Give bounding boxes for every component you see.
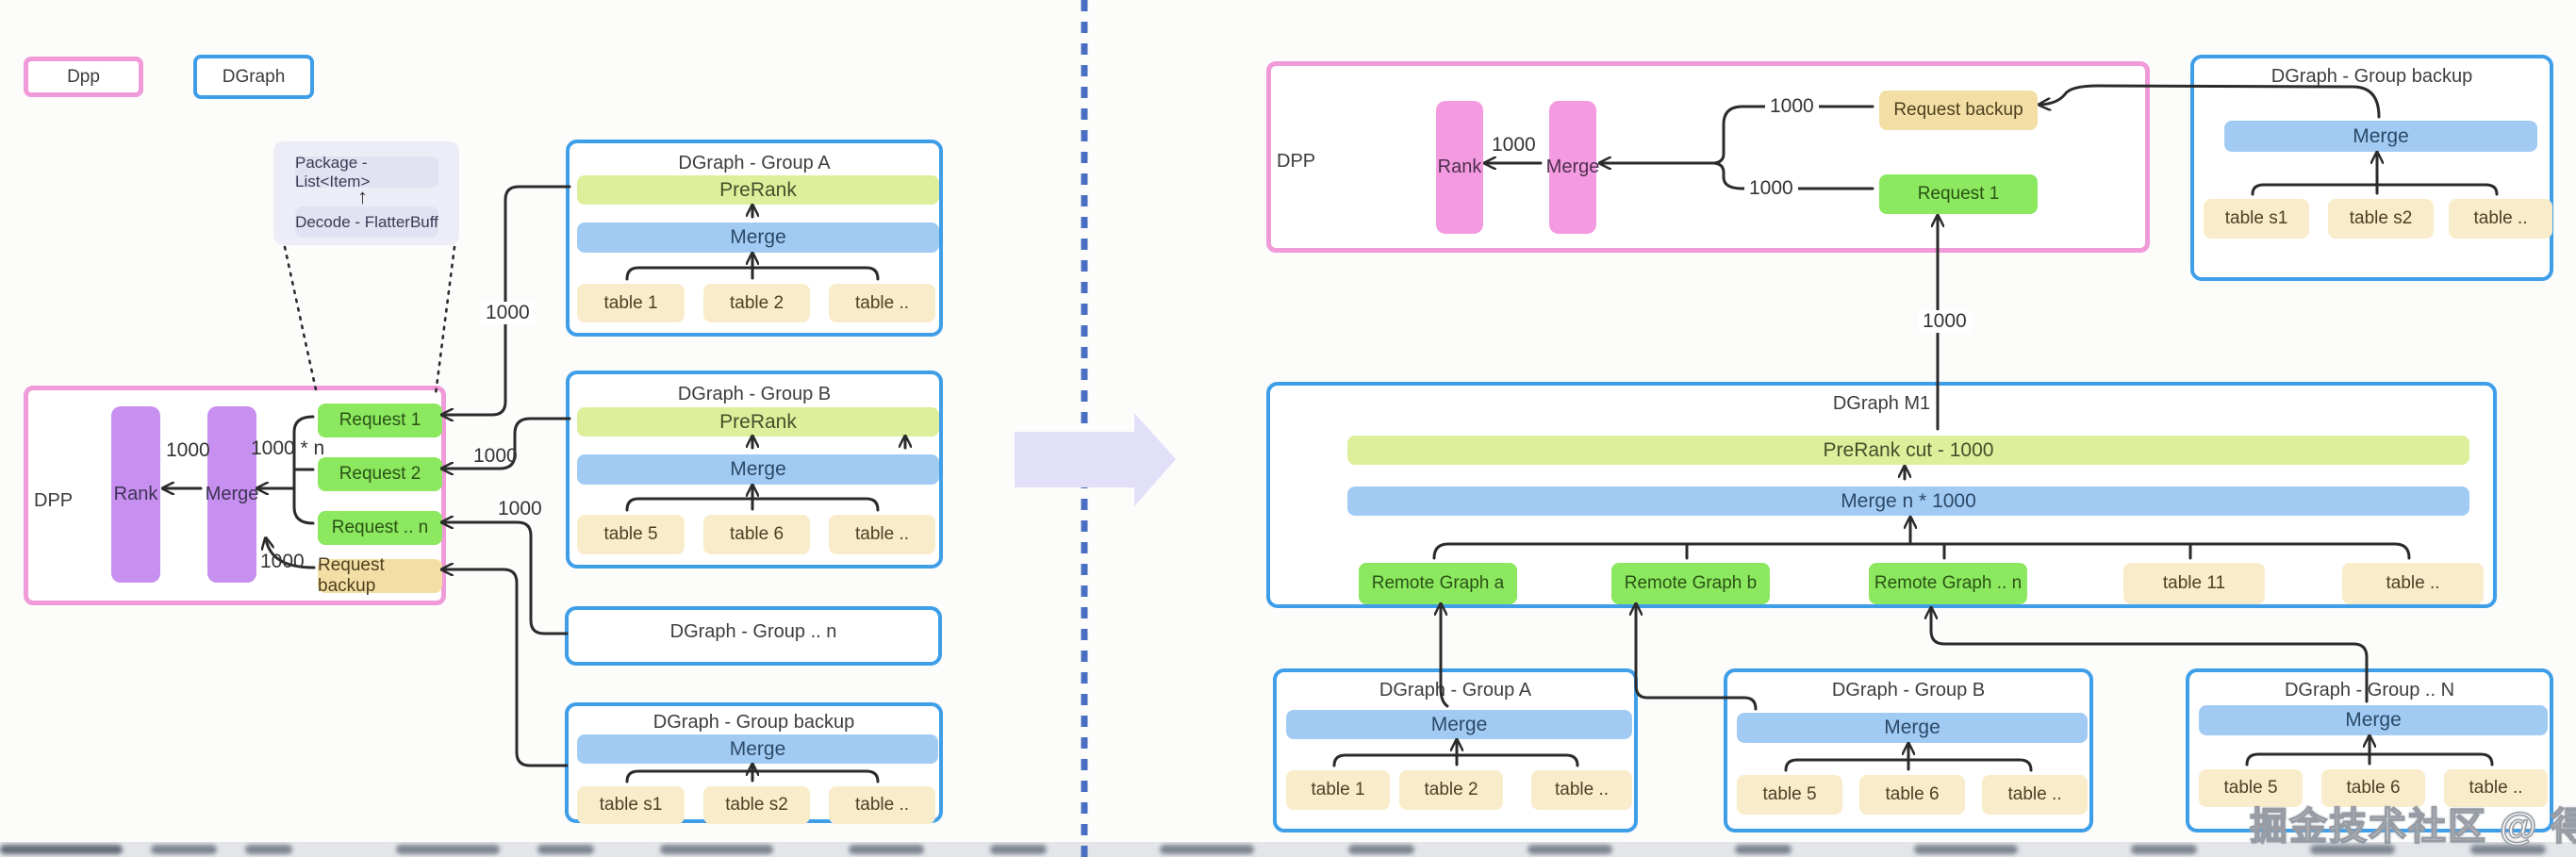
up-arrow-icon: ↑: [357, 185, 368, 208]
left-group-backup-merge: Merge: [577, 734, 938, 764]
edge-label-1000n: 1000 * n: [251, 437, 325, 459]
left-rank-node: Rank: [111, 406, 160, 583]
dotted-funnel-left: [283, 245, 319, 396]
table-node: table 2: [1399, 770, 1503, 810]
right-group-n-merge: Merge: [2199, 705, 2548, 735]
legend-dgraph: DGraph: [193, 55, 314, 99]
right-group-b-title: DGraph - Group B: [1831, 680, 1986, 700]
right-group-backup-merge: Merge: [2224, 121, 2537, 152]
remote-graph-a-node: Remote Graph a: [1359, 563, 1517, 604]
request-backup-node: Request backup: [318, 555, 442, 596]
bottom-blur-strip: [0, 842, 2576, 857]
edge-group-a-to-request-1: [443, 185, 571, 415]
package-annotation: Package - List<Item> ↑ Decode - FlatterB…: [273, 141, 459, 245]
table-node: table ..: [829, 786, 935, 824]
edge-backup-group-to-request-backup: [443, 569, 569, 767]
left-group-n-title: DGraph - Group .. n: [669, 621, 837, 642]
remote-graph-n-node: Remote Graph .. n: [1869, 563, 2027, 604]
request-1-node: Request 1: [318, 404, 442, 437]
right-group-a-title: DGraph - Group A: [1379, 680, 1532, 700]
edge-label-1000: 1000: [1492, 134, 1536, 156]
decode-label: Decode - FlatterBuff: [295, 206, 438, 238]
left-dpp-label: DPP: [34, 490, 74, 511]
table-node: table 11: [2123, 563, 2265, 604]
left-group-a-prerank: PreRank: [577, 175, 939, 205]
dgraph-m1-box: DGraph M1 PreRank cut - 1000 Merge n * 1…: [1266, 382, 2497, 608]
m1-merge-bar: Merge n * 1000: [1347, 486, 2469, 516]
right-group-a-merge: Merge: [1286, 710, 1632, 739]
edge-label-1000: 1000: [498, 498, 542, 519]
request-n-node: Request .. n: [318, 511, 442, 545]
legend-dpp: Dpp: [24, 57, 143, 97]
left-group-backup-title: DGraph - Group backup: [652, 712, 855, 733]
dotted-funnel-right: [434, 245, 456, 396]
left-dpp-box: DPP Rank Merge Request 1 Request 2 Reque…: [24, 386, 446, 605]
table-node: table ..: [829, 284, 935, 322]
right-rank-node: Rank: [1436, 101, 1483, 234]
request-2-node: Request 2: [318, 457, 442, 491]
edge-label-1000: 1000: [260, 551, 305, 572]
left-group-a-title: DGraph - Group A: [678, 153, 831, 173]
table-node: table ..: [1531, 770, 1632, 810]
table-node: table 6: [703, 515, 810, 554]
edge-label-1000: 1000: [1765, 95, 1819, 118]
remote-graph-b-node: Remote Graph b: [1611, 563, 1770, 604]
right-dpp-box: DPP Rank Merge Request backup Request 1: [1266, 61, 2150, 253]
dgraph-m1-title: DGraph M1: [1832, 393, 1931, 414]
left-merge-node: Merge: [206, 406, 258, 583]
edge-label-1000: 1000: [481, 302, 535, 324]
table-node: table s2: [2328, 199, 2434, 239]
edge-group-n-to-request-n: [443, 522, 569, 635]
left-group-b: DGraph - Group B PreRank Merge table 5 t…: [566, 371, 943, 569]
table-node: table ..: [829, 515, 935, 554]
edge-label-1000: 1000: [1918, 310, 1972, 333]
table-node: table 5: [577, 515, 685, 554]
right-group-backup: DGraph - Group backup Merge table s1 tab…: [2190, 55, 2553, 281]
m1-prerank-bar: PreRank cut - 1000: [1347, 436, 2469, 465]
table-node: table 2: [703, 284, 810, 322]
table-node: table ..: [2342, 563, 2484, 604]
table-node: table 5: [2199, 769, 2303, 807]
right-request-1-node: Request 1: [1879, 174, 2038, 214]
table-node: table s1: [2204, 199, 2309, 239]
package-label: Package - List<Item>: [295, 154, 438, 190]
right-merge-node: Merge: [1546, 101, 1599, 234]
table-node: table 6: [1859, 775, 1965, 815]
left-group-b-merge: Merge: [577, 454, 939, 485]
left-group-a-merge: Merge: [577, 222, 939, 253]
table-node: table ..: [1982, 775, 2088, 815]
left-group-a: DGraph - Group A PreRank Merge table 1 t…: [566, 140, 943, 337]
table-node: table s2: [703, 786, 810, 824]
table-node: table 1: [577, 284, 685, 322]
right-group-n-title: DGraph - Group .. N: [2284, 680, 2455, 700]
left-group-b-prerank: PreRank: [577, 407, 939, 437]
table-node: table 6: [2321, 769, 2425, 807]
right-group-b-merge: Merge: [1737, 713, 2088, 743]
left-group-n: DGraph - Group .. n: [565, 606, 942, 666]
table-node: table ..: [2449, 199, 2552, 239]
edge-label-1000: 1000: [1744, 177, 1798, 200]
transition-arrow-icon: [1015, 413, 1176, 506]
table-node: table 1: [1286, 770, 1390, 810]
right-group-a: DGraph - Group A Merge table 1 table 2 t…: [1273, 668, 1638, 832]
edge-label-1000: 1000: [166, 439, 210, 461]
table-node: table 5: [1737, 775, 1842, 815]
left-group-backup: DGraph - Group backup Merge table s1 tab…: [565, 702, 943, 824]
edge-label-1000: 1000: [473, 445, 518, 467]
table-node: table ..: [2444, 769, 2548, 807]
right-group-b: DGraph - Group B Merge table 5 table 6 t…: [1724, 668, 2093, 832]
right-request-backup-node: Request backup: [1879, 91, 2038, 130]
table-node: table s1: [577, 786, 685, 824]
left-group-b-title: DGraph - Group B: [677, 384, 832, 404]
watermark: 掘金技术社区 @ 得物技术: [2249, 805, 2576, 849]
right-dpp-label: DPP: [1277, 151, 1316, 172]
right-group-backup-title: DGraph - Group backup: [2271, 66, 2473, 87]
